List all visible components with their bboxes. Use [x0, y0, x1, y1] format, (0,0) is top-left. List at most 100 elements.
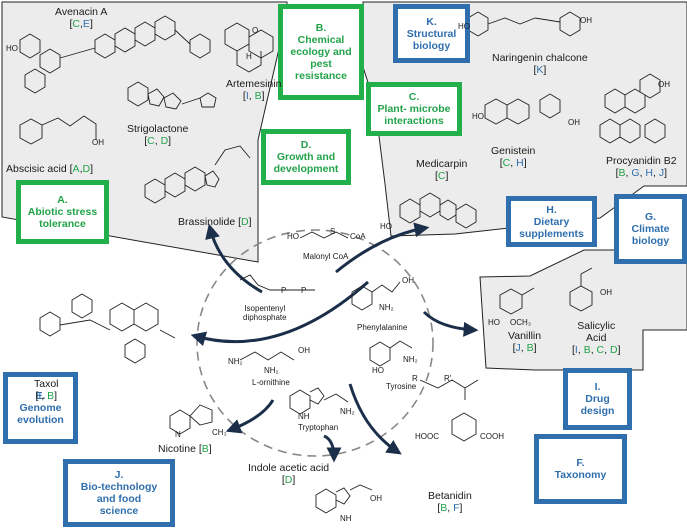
compound-refs: [I, B, C, D]: [572, 344, 621, 356]
box-i-drug-design: I. Drug design: [563, 368, 632, 430]
box-f-taxonomy: F. Taxonomy: [534, 434, 627, 504]
arrow-to-betanidin: [348, 383, 402, 455]
atom-label: HOOC: [415, 432, 439, 441]
compound-refs: [D]: [238, 216, 252, 228]
atom-label: P: [301, 286, 307, 295]
atom-label: S: [330, 227, 336, 236]
box-b-chemical-ecology: B. Chemical ecology and pest resistance: [278, 4, 364, 100]
compound-refs: [A,D]: [69, 163, 93, 175]
precursor-l-ornithine: L-ornithine: [252, 378, 290, 387]
compound-name: Abscisic acid: [6, 163, 67, 175]
compound-name: Medicarpin: [416, 158, 468, 170]
compound-name: Vanillin: [508, 330, 542, 342]
atom-label: HO: [458, 22, 470, 31]
compound-refs: [I, B]: [35, 390, 58, 402]
precursor-isopentenyl-diphosphate: Isopentenyl diphosphate: [243, 304, 287, 322]
atom-label: OH: [370, 494, 382, 503]
precursor-tryptophan: Tryptophan: [298, 423, 339, 432]
precursor-tyrosine: Tyrosine: [386, 382, 417, 391]
box-a-abiotic-stress: A. Abiotic stress tolerance: [16, 180, 109, 244]
compound-name: Indole acetic acid: [248, 462, 330, 474]
atom-label: HO: [472, 112, 484, 121]
atom-label: HO: [372, 366, 384, 375]
box-h-label: H. Dietary supplements: [519, 203, 584, 240]
box-a-label: A. Abiotic stress tolerance: [27, 194, 98, 230]
box-e-label: E. Genome evolution: [17, 390, 64, 426]
compound-refs: [C, D]: [144, 135, 172, 147]
atom-label: OH: [92, 138, 104, 147]
precursor-malonyl-coa: Malonyl CoA: [303, 252, 349, 261]
compound-name: Naringenin chalcone: [492, 52, 588, 64]
compound-refs: [D]: [281, 474, 296, 486]
atom-label: OH: [580, 16, 592, 25]
atom-label: OH: [600, 288, 612, 297]
compound-strigolactone: Strigolactone [C, D]: [127, 123, 188, 147]
atom-label: HO: [6, 44, 18, 53]
box-d-growth: D. Growth and development: [261, 129, 351, 185]
compound-procyanidin: Procyanidin B2 [B, G, H, J]: [606, 155, 677, 179]
atom-label: COOH: [480, 432, 504, 441]
compound-avenacin: Avenacin A [C,E]: [55, 6, 107, 30]
compound-name: Betanidin: [428, 490, 472, 502]
arrow-to-flavonoids: [335, 222, 430, 274]
box-c-plant-microbe: C. Plant- microbe interactions: [366, 82, 462, 136]
atom-label: R: [412, 374, 418, 383]
box-d-label: D. Growth and development: [273, 139, 339, 175]
arrow-to-iaa: [323, 434, 342, 463]
compound-taxol: Taxol [I, B]: [34, 378, 59, 402]
compound-name: Artemesinin: [226, 78, 282, 90]
compound-nicotine: Nicotine [B]: [158, 443, 212, 455]
atom-label: OH: [402, 276, 414, 285]
box-k-structural-biology: K. Structural biology: [393, 4, 470, 63]
atom-label: OH: [298, 346, 310, 355]
compound-genistein: Genistein [C, H]: [491, 145, 535, 169]
box-j-biotech-food: J. Bio-technology and food science: [63, 459, 175, 527]
atom-label: CH₃: [212, 428, 227, 437]
atom-label: NH₂: [264, 366, 279, 375]
atom-label: N: [175, 430, 181, 439]
box-k-label: K. Structural biology: [406, 15, 457, 52]
atom-label: HO: [488, 318, 500, 327]
compound-vanillin: Vanillin [J, B]: [508, 330, 541, 354]
compound-refs: [B, G, H, J]: [615, 167, 668, 179]
compound-medicarpin: Medicarpin [C]: [416, 158, 467, 182]
compound-refs: [I, B]: [242, 90, 265, 102]
compound-naringenin-chalcone: Naringenin chalcone [K]: [492, 52, 588, 76]
compound-name: Procyanidin B2: [606, 155, 677, 167]
box-e-genome-evolution: E. Genome evolution: [3, 372, 78, 444]
box-j-label: J. Bio-technology and food science: [80, 469, 158, 517]
atom-label: HO: [380, 222, 392, 231]
compound-refs: [C,E]: [69, 18, 93, 30]
atom-label: NH₂: [379, 303, 394, 312]
box-g-climate-biology: G. Climate biology: [614, 194, 687, 264]
compound-name: Brassinolide: [178, 216, 236, 228]
compound-name: Salicylic Acid: [577, 320, 616, 344]
atom-label: H: [246, 52, 252, 61]
arrow-to-taxol: [190, 280, 369, 347]
compound-indole-acetic-acid: Indole acetic acid [D]: [248, 462, 329, 486]
compound-refs: [B]: [198, 443, 212, 455]
box-b-label: B. Chemical ecology and pest resistance: [290, 22, 352, 82]
box-h-dietary-supplements: H. Dietary supplements: [506, 196, 597, 247]
box-g-label: G. Climate biology: [631, 211, 670, 247]
arrow-to-terpenoids: [205, 223, 263, 294]
atom-label: OH: [568, 118, 580, 127]
molecule-structures: [19, 11, 666, 514]
atom-label: CoA: [350, 232, 366, 241]
atom-label: NH₂: [228, 357, 243, 366]
precursor-phenylalanine: Phenylalanine: [357, 323, 408, 332]
compound-refs: [B, F]: [437, 502, 463, 514]
compound-brassinolide: Brassinolide [D]: [178, 216, 252, 228]
box-i-label: I. Drug design: [580, 381, 615, 417]
compound-name: Taxol: [34, 378, 59, 390]
compound-salicylic-acid: Salicylic Acid [I, B, C, D]: [572, 320, 621, 356]
atom-label: O: [252, 26, 259, 35]
compound-refs: [C]: [434, 170, 449, 182]
atom-label: OCH₃: [510, 318, 532, 327]
atom-label: NH: [298, 412, 310, 421]
atom-label: P: [281, 286, 287, 295]
compound-refs: [C, H]: [499, 157, 527, 169]
box-f-label: F. Taxonomy: [554, 457, 607, 481]
atom-label: NH₂: [403, 355, 418, 364]
compound-name: Genistein: [491, 145, 536, 157]
